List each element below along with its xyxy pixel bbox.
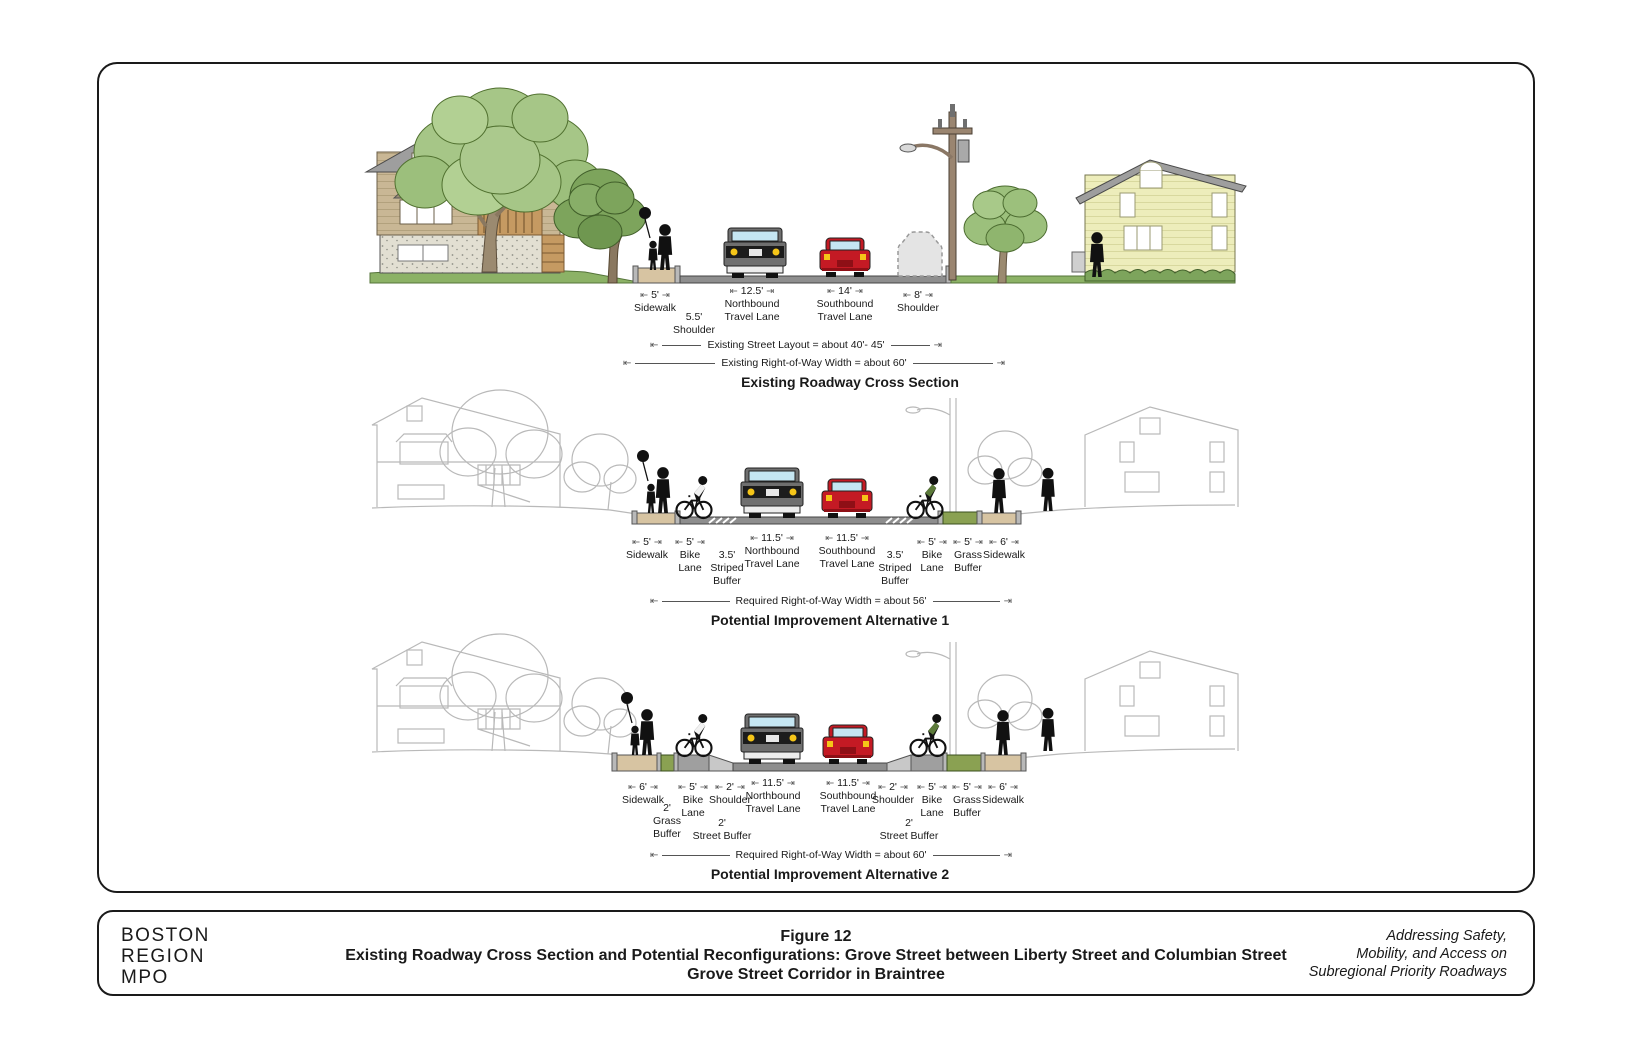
curb [656, 752, 662, 772]
figure-number: Figure 12 [780, 928, 852, 945]
dimension-label: 2'Shoulder [872, 781, 914, 807]
right-street-tree [963, 185, 1048, 284]
dimension-label: 5.5'Shoulder [672, 311, 716, 336]
van-northbound [740, 713, 804, 765]
sidewalk [984, 754, 1022, 772]
sidewalk [616, 754, 658, 772]
dimension-label: 2'Grass Buffer [652, 802, 682, 840]
red-car-southbound [821, 478, 873, 519]
cyclist [909, 712, 947, 758]
streetlight-lamp [899, 143, 917, 153]
utility-pole [899, 104, 973, 281]
pedestrian [991, 468, 1007, 513]
sidewalk [981, 512, 1017, 525]
raised-bike-lane [910, 754, 944, 772]
red-car-southbound [822, 724, 874, 765]
extent-line: Required Right-of-Way Width = about 56' [650, 594, 1012, 608]
van-northbound [723, 227, 787, 279]
pedestrians-with-balloon [637, 450, 670, 513]
dimension-label: 14'Southbound Travel Lane [817, 285, 874, 324]
section-title: Potential Improvement Alternative 2 [710, 866, 950, 882]
dimension-label: 5'Grass Buffer [952, 781, 982, 820]
dimension-label: 12.5'Northbound Travel Lane [724, 285, 779, 324]
dimension-label: 5'Sidewalk [626, 536, 668, 562]
street-buffer [886, 754, 912, 772]
project-title: Addressing Safety, Mobility, and Access … [1308, 928, 1507, 980]
dimension-label: 5'Grass Buffer [953, 536, 983, 575]
scene-existing [364, 87, 1247, 284]
raised-bike-lane [677, 754, 710, 772]
extent-line: Required Right-of-Way Width = about 60' [650, 848, 1012, 862]
sidewalk-existing [637, 267, 676, 284]
dimension-label: 11.5'Southbound Travel Lane [819, 532, 876, 571]
section-title: Potential Improvement Alternative 1 [710, 612, 950, 628]
figure-title-line2: Grove Street Corridor in Braintree [687, 966, 945, 983]
curb [976, 510, 983, 525]
cyclist [675, 712, 713, 758]
dimension-label: 6'Sidewalk [982, 781, 1024, 807]
dimension-label: 6'Sidewalk [622, 781, 664, 807]
grass-buffer [660, 754, 675, 772]
street-tree-medium [553, 168, 647, 284]
dimension-label: 11.5'Southbound Travel Lane [820, 777, 877, 816]
pedestrian [995, 710, 1011, 755]
figure-title-line1: Existing Roadway Cross Section and Poten… [345, 947, 1287, 964]
roadway [732, 762, 888, 772]
dimension-label: 2'Shoulder [709, 781, 751, 807]
pedestrians-with-balloon [621, 692, 654, 755]
curb [1020, 752, 1027, 772]
cyclist [675, 474, 713, 520]
pedestrian [1041, 467, 1055, 511]
curb [980, 752, 986, 772]
curb [673, 752, 679, 772]
curb [631, 510, 638, 525]
dimension-label: 11.5'Northbound Travel Lane [744, 532, 799, 571]
dimension-label: 5'Bike Lane [678, 781, 708, 820]
sidewalk [636, 512, 676, 525]
dimension-label: 11.5'Northbound Travel Lane [745, 777, 800, 816]
dimension-label: 5'Sidewalk [634, 289, 676, 315]
boston-region-mpo-logo: BOSTON REGION MPO [121, 925, 210, 988]
dimension-label: 8'Shoulder [897, 289, 939, 315]
figure-main-panel [97, 62, 1535, 893]
dimension-label: 5'Bike Lane [675, 536, 705, 575]
roadway-existing [679, 275, 947, 284]
street-buffer [708, 754, 734, 772]
right-house [1071, 159, 1247, 282]
grass-buffer [942, 511, 978, 525]
street-tree-large [394, 87, 604, 273]
figure-caption-panel: BOSTON REGION MPO Figure 12 Existing Roa… [97, 910, 1535, 996]
extent-line: Existing Right-of-Way Width = about 60' [623, 356, 1005, 370]
figure-caption: Figure 12 Existing Roadway Cross Section… [99, 927, 1533, 984]
pedestrian [1041, 707, 1055, 751]
curb [632, 265, 639, 284]
striped-buffer-hatch [885, 517, 914, 524]
parked-car-outline [897, 231, 943, 277]
curb [1015, 510, 1022, 525]
dimension-label: 5'Bike Lane [917, 536, 947, 575]
scene-alternative-1 [371, 389, 1239, 525]
cyclist [906, 474, 944, 520]
background-outline [371, 633, 1239, 759]
striped-buffer-hatch [708, 517, 737, 524]
red-car-southbound [819, 237, 871, 278]
dimension-label: 2'Street Buffer [692, 817, 752, 842]
curb [611, 752, 618, 772]
dimension-label: 5'Bike Lane [917, 781, 947, 820]
curb [942, 752, 948, 772]
background-outline [371, 389, 1239, 515]
section-title: Existing Roadway Cross Section [741, 374, 959, 390]
dimension-label: 2'Street Buffer [879, 817, 939, 842]
extent-line: Existing Street Layout = about 40'- 45' [650, 338, 942, 352]
van-northbound [740, 467, 804, 519]
dimension-label: 3.5'Striped Buffer [710, 549, 744, 587]
dimension-label: 6'Sidewalk [983, 536, 1025, 562]
pedestrians-with-balloon [639, 207, 672, 270]
scene-alternative-2 [371, 633, 1239, 772]
dimension-label: 3.5'Striped Buffer [878, 549, 912, 587]
curb [674, 265, 681, 284]
grass-buffer [946, 754, 982, 772]
hedge [1084, 269, 1236, 282]
